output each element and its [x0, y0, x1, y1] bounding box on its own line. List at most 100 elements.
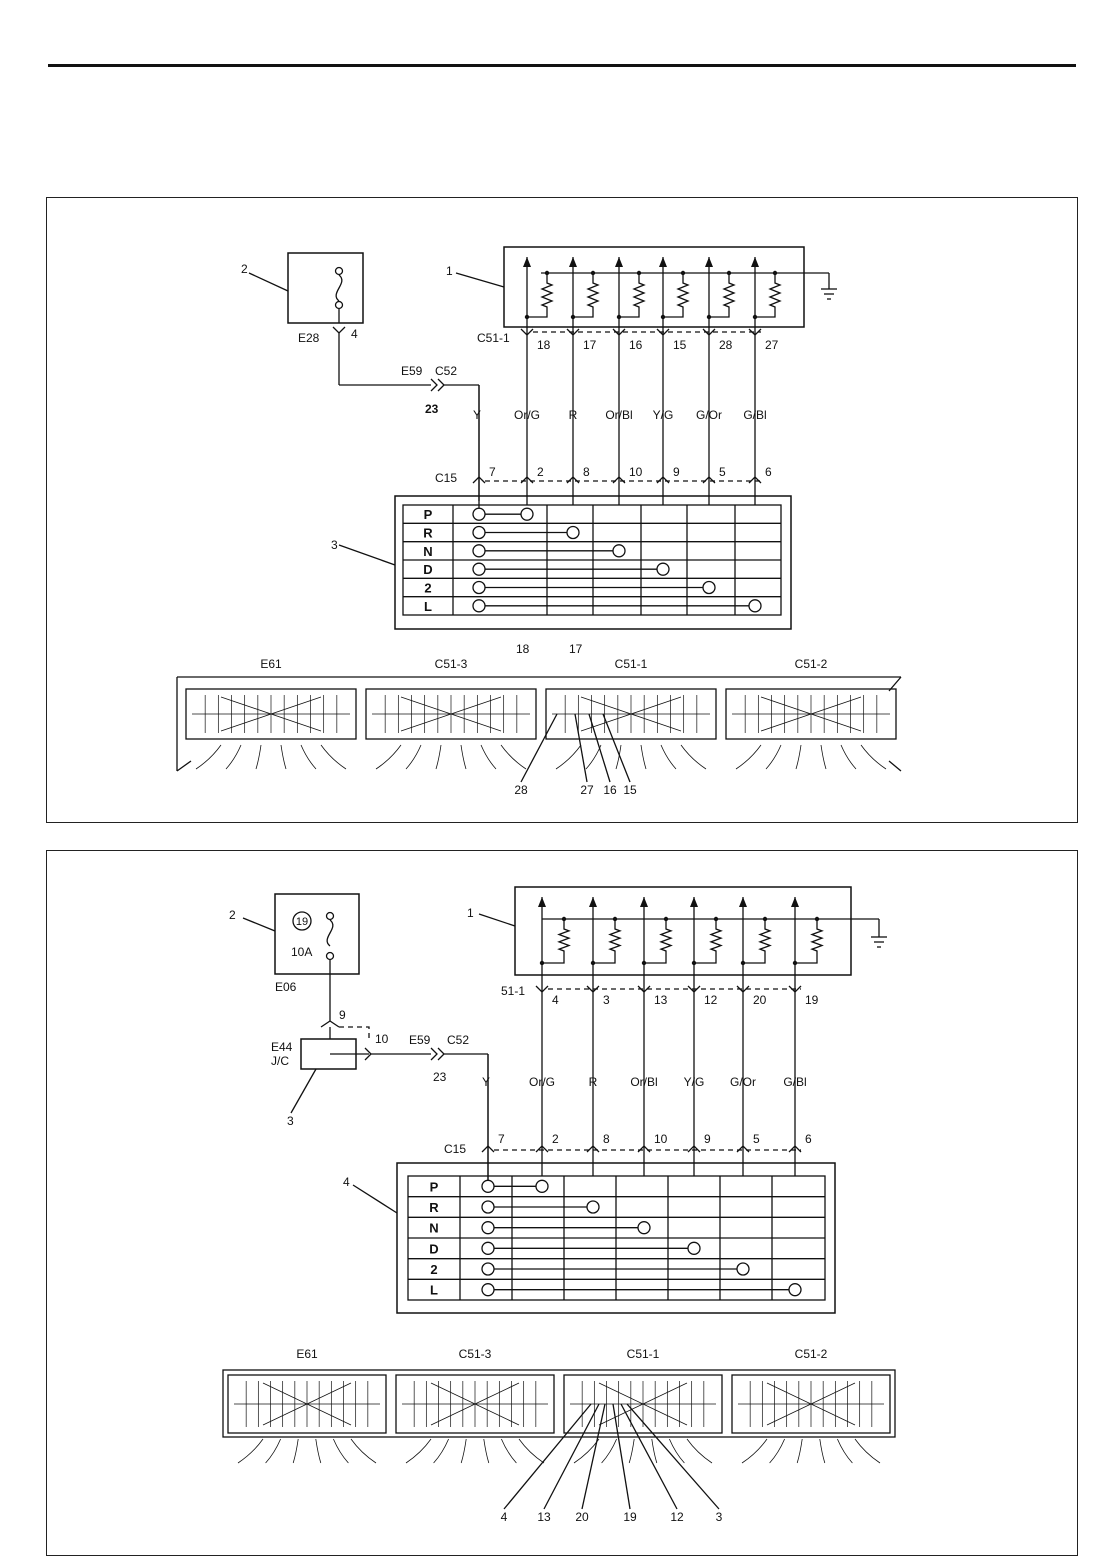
view-pin-number: 3 [716, 1510, 723, 1524]
resistor-lead [743, 957, 766, 964]
resistor-symbol [722, 277, 736, 313]
junction-dot [539, 960, 545, 966]
junction-label: J/C [271, 1054, 289, 1068]
contact-terminal [788, 1283, 802, 1297]
junction-dot [641, 960, 647, 966]
connector-key [760, 696, 862, 732]
junction-dot [792, 960, 798, 966]
contact-terminal [687, 1241, 701, 1255]
contact-terminal [481, 1221, 495, 1235]
harness-wire [518, 1438, 545, 1464]
switch-pin-number: 5 [719, 465, 726, 479]
arrow-head [690, 897, 698, 907]
contact-terminal [481, 1179, 495, 1193]
contact-terminal [472, 525, 486, 540]
arrow-head [589, 897, 597, 907]
ecm-pin-number: 27 [765, 338, 779, 352]
arrow-head [523, 257, 531, 267]
resistor-symbol [768, 277, 782, 313]
callout-fuse-box: 2 [229, 908, 236, 922]
view-pin-number: 19 [623, 1510, 637, 1524]
shift-position-label: 2 [424, 581, 431, 596]
harness-wire [265, 1438, 281, 1464]
view-pin-number: 4 [501, 1510, 508, 1524]
junction-dot [570, 314, 576, 320]
ecm-pin-number: 12 [704, 993, 718, 1007]
resistor-symbol [540, 277, 554, 313]
junction-dot [590, 270, 596, 276]
resistor-symbol [632, 277, 646, 313]
ecm-pin-number: 3 [603, 993, 610, 1007]
switch-connector-label: C15 [444, 1142, 466, 1156]
connector-right-code: C52 [435, 364, 457, 378]
resistor-lead [542, 957, 565, 964]
contact-terminal [586, 1200, 600, 1214]
resistor-symbol [709, 923, 723, 957]
resistor-symbol [659, 923, 673, 957]
view-pin-number: 20 [575, 1510, 589, 1524]
ecm-pin-number: 28 [719, 338, 733, 352]
junction-dot [772, 270, 778, 276]
junction-dot [660, 314, 666, 320]
harness-wire [840, 744, 857, 770]
arrow-head [705, 257, 713, 267]
harness-wire [555, 744, 582, 770]
wire-color-label: R [589, 1075, 598, 1089]
shift-position-label: R [429, 1200, 439, 1215]
connector-view-label: C51-1 [615, 657, 648, 671]
resistor-lead [663, 313, 684, 318]
view-pin-number: 13 [537, 1510, 551, 1524]
contact-terminal [637, 1221, 651, 1235]
junction-dot [680, 270, 686, 276]
contact-terminal [481, 1262, 495, 1276]
callout-fuse-box: 2 [241, 262, 248, 276]
view-pin-number: 12 [670, 1510, 684, 1524]
junction-dot [590, 960, 596, 966]
ecm-connector-label: C51-1 [477, 331, 510, 345]
ecm-pin-number: 17 [583, 338, 597, 352]
ecm-pin-number: 18 [537, 338, 551, 352]
fuse-box-pin: 4 [351, 327, 358, 341]
resistor-lead [644, 957, 667, 964]
callout-junction: 3 [287, 1114, 294, 1128]
wire-color-label: Y/G [653, 408, 674, 422]
harness-wire [854, 1438, 881, 1464]
contact-terminal [612, 544, 626, 558]
junction-code: E44 [271, 1040, 293, 1054]
connector-view-label: E61 [296, 1347, 318, 1361]
harness-wire [819, 1438, 826, 1464]
contact-terminal [481, 1200, 495, 1214]
harness-wire [628, 1438, 635, 1464]
harness-wire [375, 744, 402, 770]
arrow-head [569, 257, 577, 267]
callout-switch: 1 [446, 264, 453, 278]
switch-pin-number: 5 [753, 1132, 760, 1146]
harness-wire [501, 1438, 517, 1464]
harness-wire [741, 1438, 768, 1464]
harness-wire [686, 1438, 713, 1464]
ecm-pin-number: 19 [805, 993, 819, 1007]
leader-line [574, 713, 588, 783]
harness-wire [300, 744, 317, 770]
switch-pin-number: 9 [673, 465, 680, 479]
harness-wire [640, 744, 647, 770]
contact-terminal [472, 580, 486, 595]
callout-range-switch: 3 [331, 538, 338, 552]
arrow-head [659, 257, 667, 267]
shift-position-label: P [430, 1179, 439, 1194]
resistor-symbol [608, 923, 622, 957]
resistor-lead [619, 313, 640, 318]
harness-wire [315, 1438, 322, 1464]
wire-color-label: G/Or [696, 408, 722, 422]
connector-housing [185, 688, 357, 740]
supply-wire-color: Y [482, 1075, 490, 1089]
contact-terminal [472, 599, 486, 613]
harness-wire [795, 744, 802, 770]
harness-wire [615, 744, 622, 770]
resistor-symbol [586, 277, 600, 313]
connector-housing [365, 688, 537, 740]
harness-wire [405, 744, 422, 770]
